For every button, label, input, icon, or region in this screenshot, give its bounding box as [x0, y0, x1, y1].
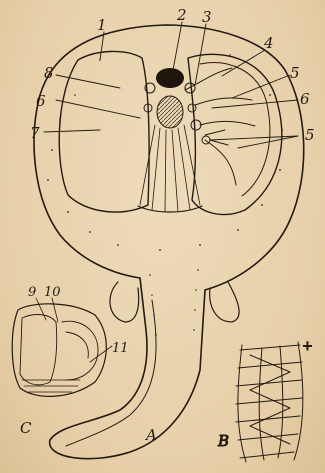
body-outline [34, 25, 304, 459]
panel-letter-a: A [144, 426, 157, 444]
label-6-left: 6 [36, 92, 46, 110]
label-5-upper: 5 [290, 64, 300, 82]
plus-mark: + [302, 339, 313, 354]
spinal-cord [156, 68, 184, 88]
notochord [157, 96, 183, 128]
inset-b-segments [236, 342, 303, 462]
inset-c-leaders [36, 298, 112, 362]
inset-c-right-rings [62, 321, 98, 380]
label-6-right: 6 [300, 90, 310, 108]
label-1: 1 [97, 16, 107, 34]
label-4: 4 [263, 34, 274, 52]
left-muscle-block [59, 51, 149, 212]
panel-letter-c: C [20, 419, 32, 437]
label-8: 8 [44, 64, 54, 82]
label-9: 9 [28, 285, 36, 300]
inset-c-lower-stripes [22, 380, 80, 392]
inset-b: B + [217, 339, 313, 462]
right-fin-lobe [210, 282, 239, 322]
right-cavity [188, 54, 282, 214]
label-11: 11 [112, 341, 129, 356]
right-cavity-inner [200, 63, 270, 196]
panel-letter-b: B [217, 432, 229, 450]
label-7: 7 [30, 124, 40, 142]
inset-c-outline [12, 304, 106, 397]
left-fin-lobe [110, 282, 139, 322]
label-3: 3 [202, 8, 212, 26]
label-10: 10 [44, 285, 61, 300]
central-base [138, 206, 202, 212]
inset-c-left-block [20, 315, 57, 385]
label-5-lower: 5 [305, 126, 315, 144]
label-2: 2 [176, 6, 187, 24]
